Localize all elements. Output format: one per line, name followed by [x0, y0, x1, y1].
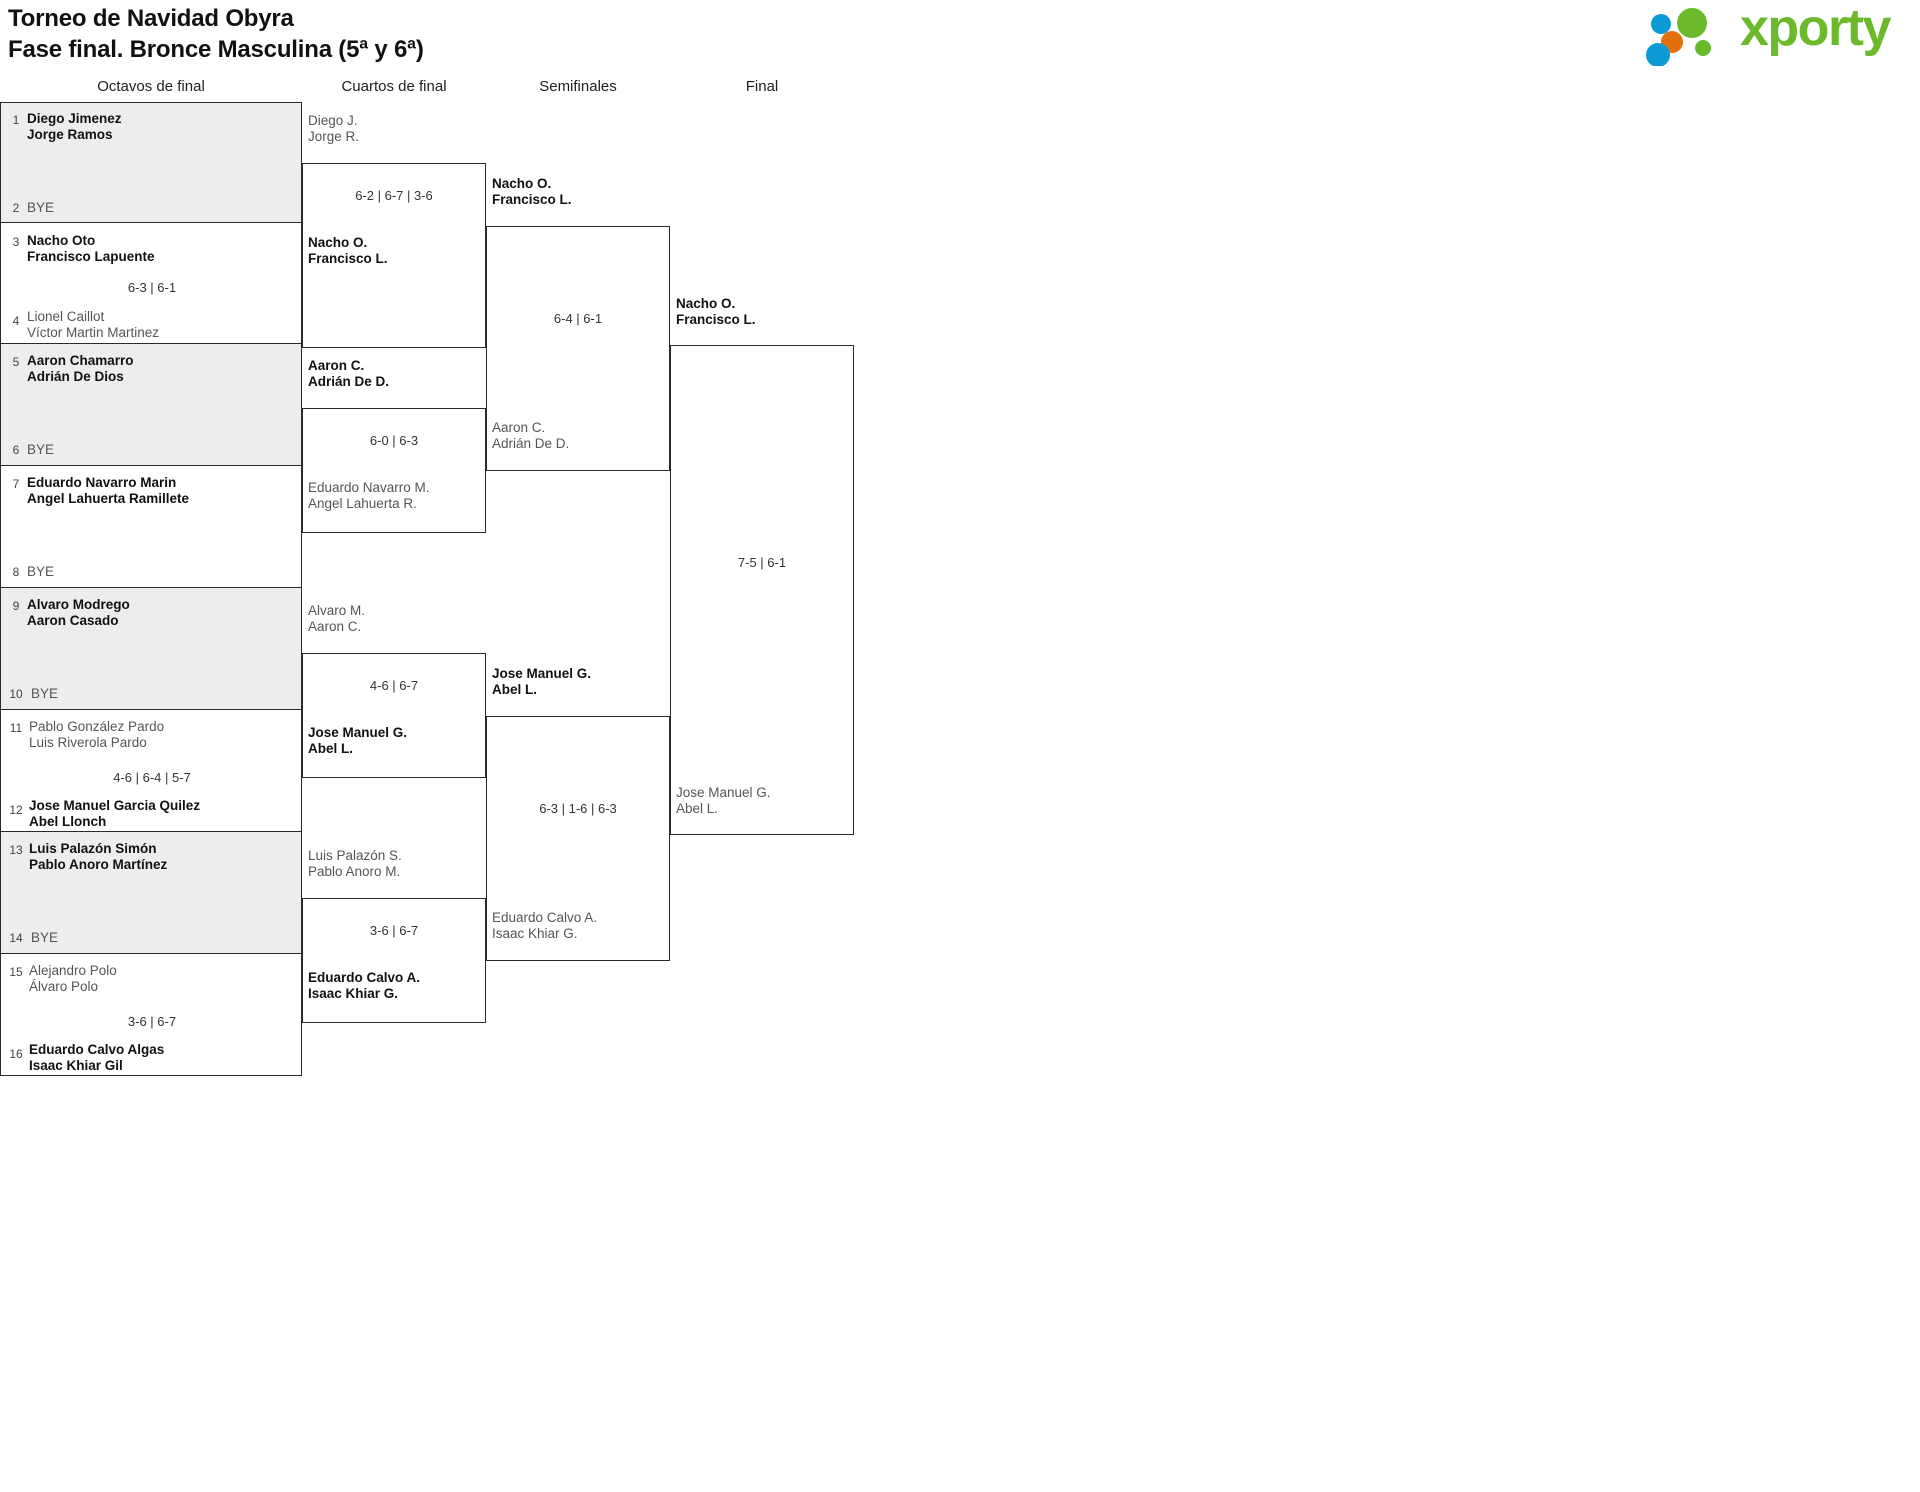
r1-match-6[interactable]: 11 Pablo González Pardo Luis Riverola Pa…: [0, 710, 302, 832]
r2-match-1-score: 6-2 | 6-7 | 3-6: [355, 188, 433, 203]
r2-match-4-score: 3-6 | 6-7: [369, 923, 419, 938]
r3-match-2-score: 6-3 | 1-6 | 6-3: [539, 801, 617, 816]
round-header-octavos: Octavos de final: [97, 78, 205, 95]
round-header-cuartos: Cuartos de final: [341, 78, 447, 95]
team-bottom: Lionel Caillot Víctor Martin Martinez: [27, 309, 160, 340]
round-header-semifinales: Semifinales: [539, 78, 617, 95]
logo-wordmark: xporty: [1740, 0, 1891, 57]
team-top: Aaron Chamarro Adrián De Dios: [27, 353, 134, 384]
team-bottom: BYE: [27, 200, 55, 215]
r2-match-4-team-bottom: Eduardo Calvo A. Isaac Khiar G.: [308, 970, 421, 1002]
r3-match-1-team-bottom: Aaron C. Adrián De D.: [492, 420, 570, 452]
team-top: Diego Jimenez Jorge Ramos: [27, 111, 122, 142]
r3-match-1-score: 6-4 | 6-1: [553, 311, 603, 326]
round-header-final: Final: [745, 78, 779, 95]
r4-match-1-box[interactable]: [670, 345, 854, 835]
seed-number: 5: [12, 355, 20, 369]
tournament-phase: Fase final. Bronce Masculina (5ª y 6ª): [8, 35, 424, 63]
r2-match-2-team-bottom-names: Eduardo Navarro M. Angel Lahuerta R.: [308, 480, 430, 512]
r1-match-1[interactable]: 1 Diego Jimenez Jorge Ramos 2 BYE: [0, 102, 302, 223]
r3-match-1-box[interactable]: [486, 226, 670, 471]
r2-match-3-team-bottom: Jose Manuel G. Abel L.: [308, 725, 408, 757]
team-top: Alejandro Polo Álvaro Polo: [29, 963, 117, 994]
seed-number: 10: [9, 687, 23, 701]
r1-match-4[interactable]: 7 Eduardo Navarro Marin Angel Lahuerta R…: [0, 466, 302, 588]
r3-match-2-team-bottom: Eduardo Calvo A. Isaac Khiar G.: [492, 910, 598, 942]
r2-match-1-team-top: Diego J. Jorge R.: [308, 113, 360, 145]
match-score: 4-6 | 6-4 | 5-7: [113, 770, 191, 785]
seed-number: 7: [12, 477, 20, 491]
r2-match-3-team-top: Alvaro M. Aaron C.: [308, 603, 366, 635]
r2-match-3-score: 4-6 | 6-7: [369, 678, 419, 693]
r4-match-1-team-bottom: Jose Manuel G. Abel L.: [676, 785, 771, 817]
xporty-logo: xporty: [1644, 2, 1904, 67]
team-top: Luis Palazón Simón Pablo Anoro Martínez: [29, 841, 168, 872]
seed-number: 3: [12, 235, 20, 249]
r2-match-1-team-bottom: Nacho O. Francisco L.: [308, 235, 388, 267]
team-bottom: BYE: [31, 930, 59, 945]
team-bottom: BYE: [27, 564, 55, 579]
seed-number: 4: [12, 314, 20, 328]
r1-match-7[interactable]: 13 Luis Palazón Simón Pablo Anoro Martín…: [0, 832, 302, 954]
r3-match-1-team-top: Nacho O. Francisco L.: [492, 176, 572, 208]
seed-number: 12: [9, 803, 23, 817]
seed-number: 1: [12, 113, 20, 127]
match-score: 6-3 | 6-1: [127, 280, 177, 295]
r1-match-2[interactable]: 3 Nacho Oto Francisco Lapuente 6-3 | 6-1…: [0, 223, 302, 344]
r1-match-5[interactable]: 9 Alvaro Modrego Aaron Casado 10 BYE: [0, 588, 302, 710]
tournament-name: Torneo de Navidad Obyra: [8, 5, 294, 32]
team-bottom: BYE: [31, 686, 59, 701]
seed-number: 9: [12, 599, 20, 613]
seed-number: 13: [9, 843, 23, 857]
seed-number: 8: [12, 565, 20, 579]
r2-match-4-team-top: Luis Palazón S. Pablo Anoro M.: [308, 848, 402, 880]
seed-number: 16: [9, 1047, 23, 1061]
team-top: Nacho Oto Francisco Lapuente: [27, 233, 155, 264]
r2-match-4-box[interactable]: [302, 898, 486, 1023]
team-bottom: Eduardo Calvo Algas Isaac Khiar Gil: [29, 1042, 165, 1073]
page-title: Torneo de Navidad Obyra Fase final. Bron…: [8, 4, 424, 65]
r1-match-8[interactable]: 15 Alejandro Polo Álvaro Polo 3-6 | 6-7 …: [0, 954, 302, 1076]
r4-match-1-score: 7-5 | 6-1: [737, 555, 787, 570]
seed-number: 6: [12, 443, 20, 457]
seed-number: 2: [12, 201, 20, 215]
r3-match-2-box[interactable]: [486, 716, 670, 961]
r1-match-3[interactable]: 5 Aaron Chamarro Adrián De Dios 6 BYE: [0, 344, 302, 466]
r4-match-1-team-top: Nacho O. Francisco L.: [676, 296, 756, 328]
r3-match-2-team-top: Jose Manuel G. Abel L.: [492, 666, 592, 698]
team-top: Pablo González Pardo Luis Riverola Pardo: [29, 719, 165, 750]
r2-match-3-box[interactable]: [302, 653, 486, 778]
r2-match-2-team-top: Aaron C. Adrián De D.: [308, 358, 390, 390]
seed-number: 11: [9, 721, 23, 735]
team-top: Alvaro Modrego Aaron Casado: [27, 597, 130, 628]
r2-match-2-box[interactable]: [302, 408, 486, 533]
team-top: Eduardo Navarro Marin Angel Lahuerta Ram…: [27, 475, 190, 506]
seed-number: 14: [9, 931, 23, 945]
logo-dots-icon: [1646, 8, 1711, 67]
r2-match-2-score: 6-0 | 6-3: [369, 433, 419, 448]
r2-match-1-box[interactable]: [302, 163, 486, 348]
team-bottom: Jose Manuel Garcia Quilez Abel Llonch: [29, 798, 201, 829]
team-bottom: BYE: [27, 442, 55, 457]
seed-number: 15: [9, 965, 23, 979]
match-score: 3-6 | 6-7: [127, 1014, 177, 1029]
